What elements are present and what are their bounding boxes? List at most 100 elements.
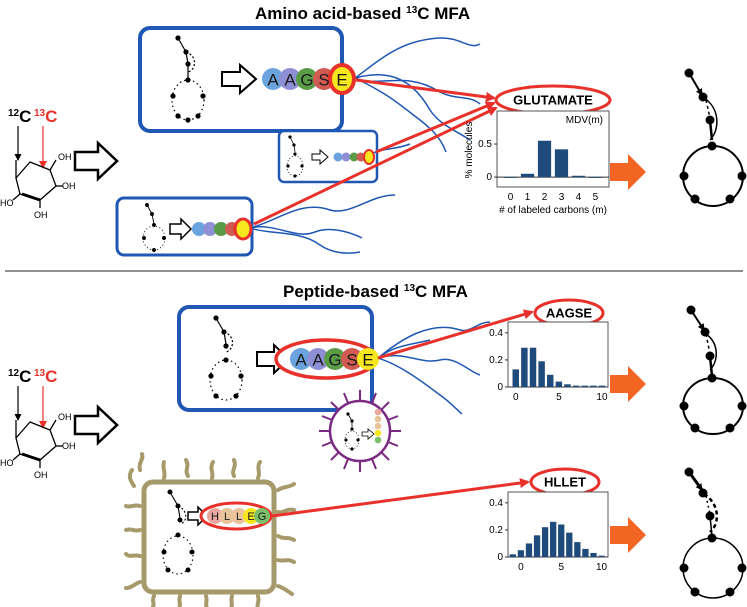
bar (547, 374, 554, 387)
bar (512, 369, 519, 387)
orange-arrow-bottom-2 (610, 517, 646, 553)
svg-text:13C: 13C (34, 107, 57, 126)
chart-hllet: 0.4 0.2 0 0 5 10 (489, 491, 609, 573)
aagse-label: AAGSE (546, 306, 593, 321)
svg-text:12C: 12C (8, 107, 31, 126)
section-title-bottom-end: C MFA (415, 282, 468, 301)
bar (517, 550, 525, 557)
section-title-bottom: Peptide-based 13C MFA (283, 282, 468, 301)
bead-label: A (284, 71, 296, 90)
hllet-label: HLLET (544, 475, 586, 490)
network-diagram-top (679, 68, 747, 207)
bar (521, 347, 528, 387)
plot-frame (507, 491, 609, 558)
glucose-molecule-top (12, 159, 63, 208)
bar (564, 384, 571, 387)
section-title-bottom-main: Peptide-based (283, 282, 404, 301)
bead-label: E (362, 351, 373, 370)
bar (582, 548, 589, 557)
peptide-bottom-blue: A A G S E (274, 338, 379, 380)
red-arrow-aagse (377, 309, 534, 360)
x-tick-label: 10 (596, 392, 608, 403)
svg-text:OH: OH (58, 412, 72, 422)
section-title-bottom-sup: 13 (404, 283, 416, 294)
svg-text:13C: 13C (34, 367, 57, 386)
y-tick-label: 0.4 (489, 498, 503, 509)
bar (590, 385, 597, 387)
bar (571, 175, 586, 178)
bar (554, 149, 569, 178)
svg-text:OH: OH (34, 470, 48, 480)
y-tick-label: 0 (497, 552, 503, 563)
y-tick-label: 0.2 (489, 525, 503, 536)
arrow-cell-large (221, 62, 258, 96)
purple-cell (319, 390, 401, 472)
bead-label: H (211, 511, 219, 523)
bar (555, 381, 563, 387)
tan-cell-hairs (124, 452, 296, 607)
section-title-top-sup: 13 (406, 5, 418, 16)
x-tick-label: 5 (556, 392, 562, 403)
svg-text:OH: OH (62, 181, 76, 191)
bead-label: G (258, 511, 267, 523)
bar (581, 385, 588, 387)
red-arrow-hllet (271, 478, 530, 518)
network-diagram-bottom-2 (679, 467, 747, 599)
pathway-icon-cell-medium (286, 135, 304, 178)
x-tick-label: 0 (518, 562, 524, 573)
isotope-labels-bottom: 12C 13C (8, 367, 57, 429)
bead-label: G (328, 351, 341, 370)
glutamate-label: GLUTAMATE (513, 93, 593, 108)
section-title-top-main: Amino acid-based (255, 4, 406, 23)
glucose-oh-labels-bottom: OH OH OH HO (0, 412, 76, 480)
y-tick-label: 0 (497, 382, 503, 393)
bead-label: L (236, 511, 242, 523)
peptide-top-large: A A G S E (262, 63, 356, 95)
x-tick-label: 0 (513, 392, 519, 403)
y-axis-label: % molecules (464, 122, 475, 179)
big-arrow-bottom (73, 404, 119, 446)
mdv-label: MDV(m) (566, 115, 603, 126)
y-tick-label: 0.2 (489, 355, 503, 366)
bar (572, 385, 580, 387)
network-diagram-bottom-1 (679, 305, 747, 435)
x-tick-label: 10 (596, 562, 608, 573)
bead-label: A (267, 71, 279, 90)
peptide-top-small (192, 217, 253, 241)
bar (598, 555, 605, 557)
bead-label: G (300, 71, 313, 90)
section-title-top-end: C MFA (417, 4, 470, 23)
plot-frame (496, 110, 610, 188)
red-arrows-top (253, 78, 498, 226)
bead-label: E (336, 71, 347, 90)
peptide-top-medium (333, 149, 375, 165)
svg-text:HO: HO (0, 458, 14, 468)
bead-label: E (247, 511, 254, 523)
bar (558, 524, 565, 557)
pathway-icon-cell-large (170, 35, 206, 123)
peptide-bottom-tan: H L L E G (199, 501, 273, 531)
pathway-icon-purple (344, 412, 360, 451)
bar (574, 542, 581, 557)
bar (509, 554, 516, 557)
x-tick-label: 5 (558, 562, 564, 573)
arrow-purple (361, 428, 375, 440)
bar (525, 543, 533, 557)
bead-label: A (312, 351, 324, 370)
isotope-labels-top: 12C 13C (8, 107, 57, 169)
bead-label: L (224, 511, 230, 523)
cell-bottom-tan (141, 479, 277, 595)
x-tick-label: 5 (593, 192, 599, 203)
arrow-cell-small (169, 217, 193, 241)
arrow-cell-medium (311, 148, 329, 166)
svg-text:OH: OH (58, 152, 72, 162)
glucose-molecule-bottom (12, 419, 63, 468)
svg-text:12C: 12C (8, 367, 31, 386)
bead-label: A (295, 351, 307, 370)
protein-strands-bottom (377, 321, 491, 415)
pathway-icon-cell-bottom-blue (208, 315, 244, 401)
x-axis-label: # of labeled carbons (m) (499, 205, 607, 216)
glucose-oh-labels-top: OH OH OH HO (0, 152, 76, 220)
x-tick-label: 1 (525, 192, 531, 203)
